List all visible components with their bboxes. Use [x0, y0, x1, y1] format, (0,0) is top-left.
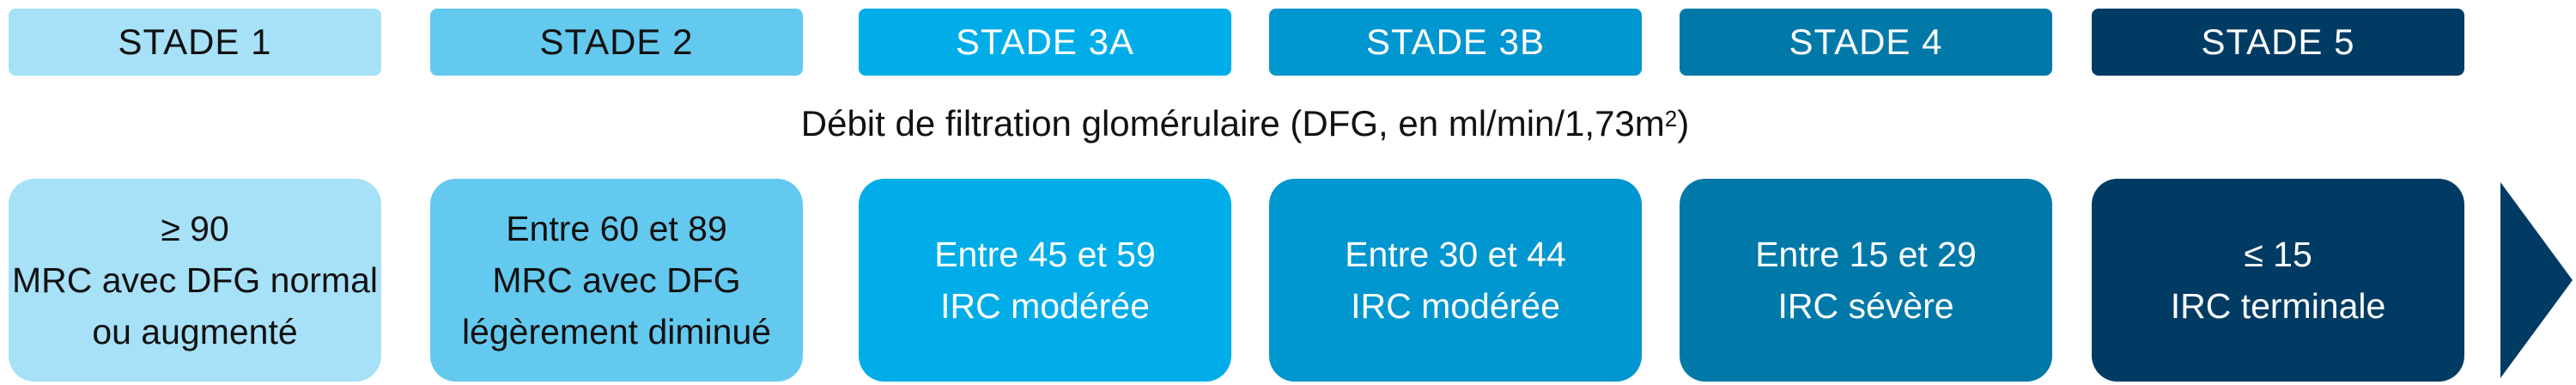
stage-box-line: IRC modérée — [1351, 286, 1560, 326]
stage-box-line: ≥ 90 — [161, 209, 229, 248]
stage-box-line: IRC terminale — [2170, 286, 2386, 326]
stage-box-line: légèrement diminué — [461, 312, 772, 351]
stage-header-3b: STADE 3B — [1269, 9, 1642, 76]
stage-box-line: Entre 45 et 59 — [934, 235, 1156, 274]
subtitle-superscript: 2 — [1664, 105, 1678, 131]
stage-header-3a: STADE 3A — [859, 9, 1231, 76]
stage-header-label: STADE 3A — [956, 21, 1134, 62]
stage-box-line: Entre 60 et 89 — [506, 209, 727, 248]
stage-box-3b: Entre 30 et 44 IRC modérée — [1269, 179, 1642, 382]
stage-box-line: Entre 30 et 44 — [1345, 235, 1566, 274]
stage-box-line: MRC avec DFG — [492, 260, 741, 300]
subtitle-suffix: ) — [1677, 103, 1690, 144]
stage-header-label: STADE 1 — [118, 21, 272, 62]
stage-box-1: ≥ 90 MRC avec DFG normal ou augmenté — [9, 179, 381, 382]
stage-box-2: Entre 60 et 89 MRC avec DFG légèrement d… — [430, 179, 803, 382]
stage-box-line: ou augmenté — [92, 312, 298, 351]
stage-header-2: STADE 2 — [430, 9, 803, 76]
stage-box-4: Entre 15 et 29 IRC sévère — [1680, 179, 2052, 382]
stage-header-label: STADE 4 — [1789, 21, 1943, 62]
subtitle-text: Débit de filtration glomérulaire (DFG, e… — [800, 103, 1665, 144]
stage-header-1: STADE 1 — [9, 9, 381, 76]
progression-arrow-icon — [2500, 182, 2573, 378]
stage-header-label: STADE 2 — [539, 21, 694, 62]
arrow-shape — [2500, 182, 2573, 378]
stage-header-label: STADE 5 — [2201, 21, 2355, 62]
stage-box-5: ≤ 15 IRC terminale — [2092, 179, 2464, 382]
dfg-subtitle: Débit de filtration glomérulaire (DFG, e… — [0, 96, 2490, 151]
stage-header-label: STADE 3B — [1366, 21, 1545, 62]
stage-box-line: IRC modérée — [940, 286, 1150, 326]
stage-box-line: IRC sévère — [1777, 286, 1954, 326]
stage-box-line: MRC avec DFG normal — [11, 260, 378, 300]
stage-header-5: STADE 5 — [2092, 9, 2464, 76]
stage-box-line: Entre 15 et 29 — [1755, 235, 1977, 274]
stage-box-3a: Entre 45 et 59 IRC modérée — [859, 179, 1231, 382]
stage-box-line: ≤ 15 — [2244, 235, 2312, 274]
stage-header-4: STADE 4 — [1680, 9, 2052, 76]
